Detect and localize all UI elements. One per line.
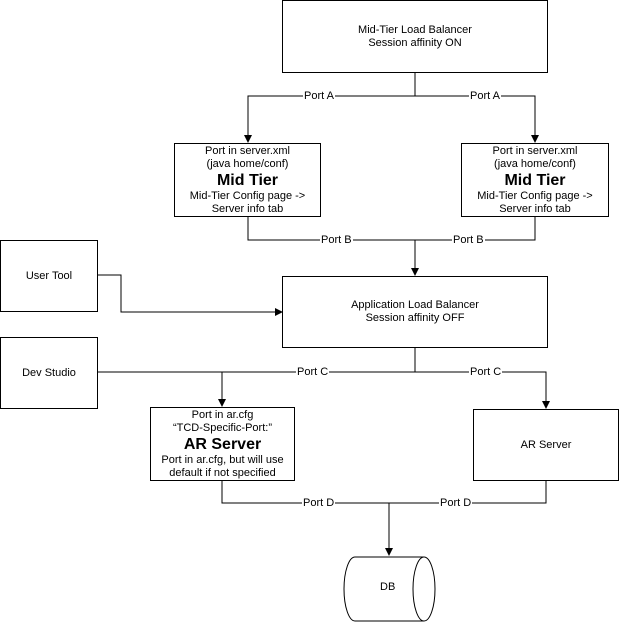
mid-tier-left-line2: (java home/conf) — [206, 157, 289, 170]
mid-tier-right-line4: Server info tab — [499, 202, 571, 215]
mid-tier-right-line3: Mid-Tier Config page -> — [477, 189, 593, 202]
edge-user-tool — [97, 274, 283, 316]
mid-tier-right: Port in server.xml (java home/conf) Mid … — [461, 143, 609, 217]
edge-port-c-right — [415, 371, 550, 409]
port-b-left-label: Port B — [320, 234, 353, 246]
ar-server-right-label: AR Server — [520, 438, 572, 451]
app-lb-line1: Application Load Balancer — [351, 299, 479, 311]
ar-server-left-title: AR Server — [183, 435, 262, 453]
db-shape — [343, 556, 436, 622]
mid-tier-right-line2: (java home/conf) — [494, 157, 576, 170]
mid-tier-left-line4: Server info tab — [211, 202, 284, 215]
app-lb-line2: Session affinity OFF — [365, 312, 465, 324]
mid-tier-left-line1: Port in server.xml — [205, 144, 290, 157]
ar-server-left-line3: Port in ar.cfg, but will use — [161, 453, 284, 466]
port-a-right-label: Port A — [469, 90, 501, 102]
port-c-right-label: Port C — [469, 366, 503, 378]
mid-tier-right-title: Mid Tier — [504, 171, 566, 189]
port-d-left-label: Port D — [302, 497, 336, 509]
port-b-right-label: Port B — [452, 234, 485, 246]
mid-tier-right-line1: Port in server.xml — [492, 144, 578, 157]
dev-studio-label: Dev Studio — [22, 366, 76, 379]
user-tool: User Tool — [0, 240, 98, 312]
edge-port-a-right — [415, 95, 539, 143]
port-a-left-label: Port A — [303, 90, 335, 102]
db-label: DB — [380, 581, 396, 593]
edge-port-b-left — [247, 217, 415, 241]
port-d-right-label: Port D — [439, 497, 473, 509]
ar-server-left: Port in ar.cfg “TCD-Specific-Port:” AR S… — [150, 407, 295, 481]
mid-lb-line2: Session affinity ON — [368, 36, 462, 49]
ar-server-left-line2: “TCD-Specific-Port:” — [172, 421, 272, 434]
ar-server-left-line4: default if not specified — [169, 466, 276, 479]
mid-tier-left-line3: Mid-Tier Config page -> — [189, 189, 306, 202]
mid-tier-load-balancer: Mid-Tier Load Balancer Session affinity … — [282, 0, 548, 73]
mid-tier-left: Port in server.xml (java home/conf) Mid … — [174, 143, 321, 217]
edge-port-a-left — [244, 95, 415, 143]
mid-tier-left-title: Mid Tier — [216, 171, 279, 189]
dev-studio: Dev Studio — [0, 337, 98, 409]
application-load-balancer: Application Load Balancer Session affini… — [282, 276, 548, 348]
port-c-left-label: Port C — [296, 366, 330, 378]
ar-server-left-line1: Port in ar.cfg — [191, 408, 254, 421]
user-tool-label: User Tool — [25, 269, 73, 282]
mid-lb-line1: Mid-Tier Load Balancer — [358, 23, 472, 36]
ar-server-right: AR Server — [473, 409, 619, 481]
